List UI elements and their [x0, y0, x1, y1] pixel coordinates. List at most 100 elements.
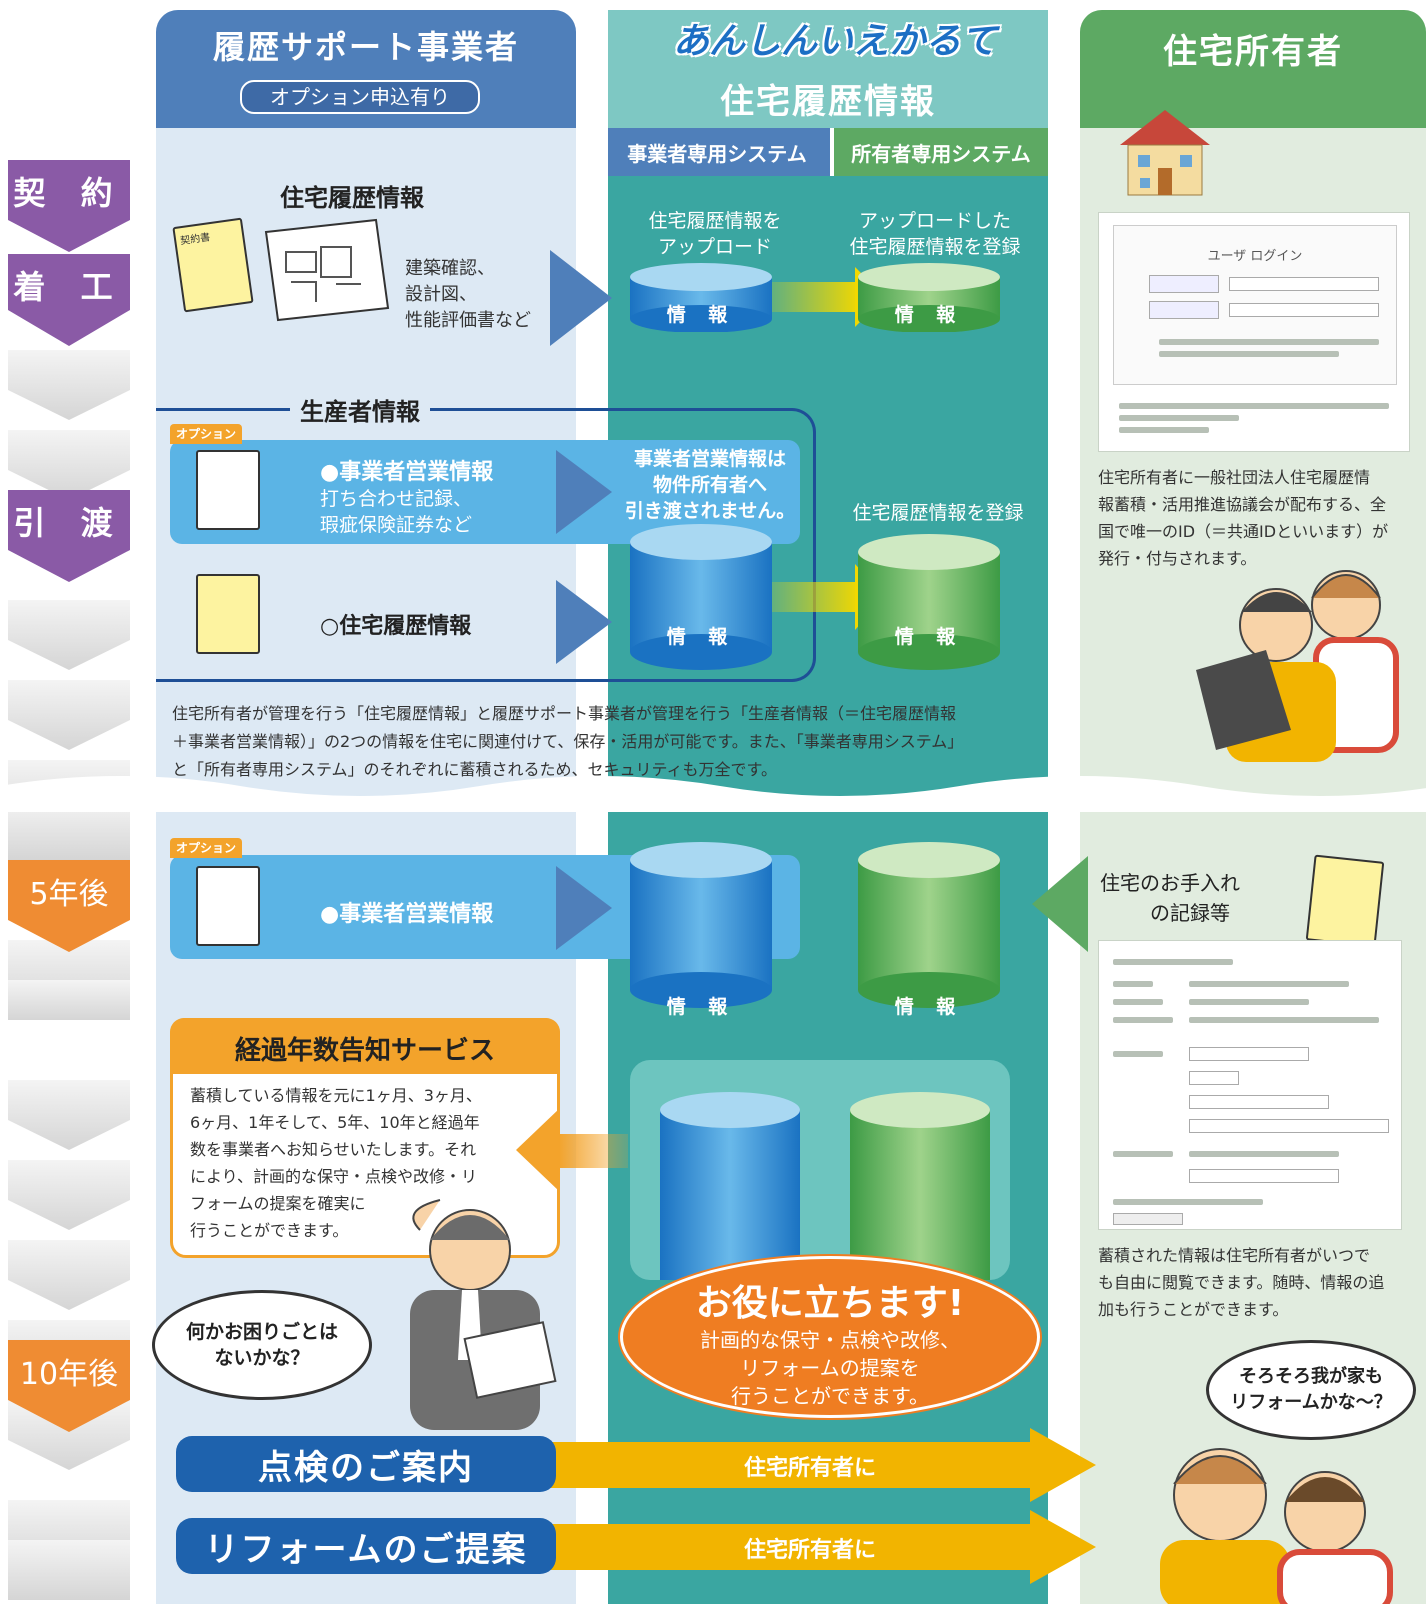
browse-text-line1: 蓄積された情報は住宅所有者がいつで: [1098, 1246, 1371, 1265]
section2-provider-cylinder-label: 情 報: [666, 626, 736, 648]
section1-flow: [630, 263, 1000, 332]
helpful-text: 計画的な保守・点検や改修、 リフォームの提案を 行うことができます。: [620, 1326, 1040, 1410]
cta-arrow-reform: [540, 1510, 1096, 1584]
section1-owner-cylinder-label: 情 報: [894, 304, 964, 326]
wave-separator: [0, 776, 1426, 812]
owner-speech-bubble: そろそろ我が家も リフォームかな〜？: [1206, 1340, 1416, 1440]
reform-proposal-button[interactable]: リフォームのご提案: [176, 1518, 556, 1574]
summary-line3: と「所有者専用システム」のそれぞれに蓄積されるため、セキュリティも万全です。: [172, 760, 777, 779]
not-handed-line2: 物件所有者へ: [652, 474, 767, 496]
owner-header: [1080, 10, 1426, 128]
provider-title: 履歴サポート事業者: [212, 28, 519, 66]
business-document-icon-5y: [196, 866, 260, 946]
upload-label-line1: 住宅履歴情報を: [648, 210, 782, 232]
step-5-years: 5年後: [29, 877, 109, 912]
tab-provider-system: 事業者専用システム: [627, 141, 807, 166]
summary-text: 住宅所有者が管理を行う「住宅履歴情報」と履歴サポート事業者が管理を行う「生産者情…: [172, 700, 1042, 784]
section2-register-label: 住宅履歴情報を登録: [852, 502, 1024, 524]
owners-with-laptop-illustration: [1196, 570, 1399, 762]
tab-owner-system-bg: [830, 128, 1048, 176]
arrow-left-icon: [516, 1108, 628, 1192]
helpful-line3: 行うことができます。: [731, 1384, 929, 1408]
maintenance-line2: の記録等: [1150, 901, 1230, 925]
history-info-title: ○住宅履歴情報: [320, 614, 472, 639]
helpful-line1: 計画的な保守・点検や改修、: [700, 1328, 960, 1352]
arrow-right-icon: [556, 450, 612, 534]
notice-header: [170, 1018, 560, 1074]
records-screenshot: [1098, 940, 1402, 1230]
login-screenshot: ユーザ ログイン: [1098, 212, 1410, 452]
section1-items: 建築確認、 設計図、 性能評価書など: [405, 256, 531, 334]
step-contract: 契 約: [13, 174, 125, 212]
tab-provider-system-bg: [608, 128, 830, 176]
step-construction: 着 工: [13, 268, 125, 306]
section1-title: 住宅履歴情報: [280, 184, 424, 212]
timeline-track: [8, 160, 130, 1600]
register-label-line1: アップロードした: [858, 210, 1011, 232]
maintenance-record-label: 住宅のお手入れ の記録等: [1100, 868, 1240, 928]
item-performance-evaluation: 性能評価書など: [405, 310, 531, 331]
id-text-line2: 報蓄積・活用推進協議会が配布する、全: [1098, 495, 1387, 514]
contract-doc-label: 契約書: [179, 232, 211, 248]
to-owner-label-2: 住宅所有者に: [743, 1538, 876, 1563]
section2-owner-cylinder-label: 情 報: [894, 626, 964, 648]
notice-line5: フォームの提案を確実に: [190, 1194, 366, 1213]
browse-text-line2: も自由に閲覧できます。随時、情報の追: [1098, 1273, 1385, 1292]
notice-title: 経過年数告知サービス: [234, 1036, 495, 1066]
tab-owner-system: 所有者専用システム: [851, 141, 1031, 166]
history-document-icon: [196, 574, 260, 654]
notice-line6: 行うことができます。: [190, 1221, 349, 1240]
section3-provider-cylinder-label: 情 報: [666, 996, 736, 1018]
step-10-years: 10年後: [19, 1357, 119, 1392]
section2-flow: [630, 524, 1000, 670]
browse-text-line3: 加も行うことができます。: [1098, 1300, 1289, 1319]
upload-label: 住宅履歴情報を アップロード: [620, 208, 810, 260]
worker-speech-line2: ないかな？: [214, 1347, 310, 1369]
not-handed-note: 事業者営業情報は 物件所有者へ 引き渡されません。: [620, 446, 800, 524]
helpful-line2: リフォームの提案を: [740, 1356, 920, 1380]
contract-document-icon: 契約書: [172, 217, 254, 313]
business-info-sub: 打ち合わせ記録、 瑕疵保険証券など: [320, 486, 472, 538]
helpful-title: お役に立ちます!: [695, 1283, 965, 1324]
inspection-guide-button[interactable]: 点検のご案内: [176, 1436, 556, 1492]
section2-title: 生産者情報: [290, 392, 430, 427]
notice-line2: 6ヶ月、1年そして、5年、10年と経過年: [190, 1113, 480, 1132]
owner-speech-line2: リフォームかな〜？: [1230, 1392, 1392, 1413]
helpful-badge: [620, 1256, 1040, 1418]
not-handed-line1: 事業者営業情報は: [633, 448, 786, 470]
notice-line1: 蓄積している情報を元に1ヶ月、3ヶ月、: [190, 1086, 482, 1105]
register-label: アップロードした 住宅履歴情報を登録: [835, 208, 1035, 260]
section1-provider-cylinder-label: 情 報: [666, 304, 736, 326]
id-text-line1: 住宅所有者に一般社団法人住宅履歴情: [1098, 468, 1371, 487]
worker-speech-line1: 何かお困りごとは: [185, 1321, 338, 1343]
notice-line4: により、計画的な保守・点検や改修・リ: [190, 1167, 478, 1186]
section3-owner-cylinder-label: 情 報: [894, 996, 964, 1018]
summary-line2: ＋事業者営業情報）」の2つの情報を住宅に関連付けて、保存・活用が可能です。また、…: [172, 732, 964, 751]
business-sub-line1: 打ち合わせ記録、: [320, 488, 473, 510]
notice-line3: 数を事業者へお知らせいたします。それ: [190, 1140, 477, 1159]
house-icon: [1120, 110, 1210, 196]
login-title: ユーザ ログイン: [1207, 249, 1303, 264]
system-title: 住宅履歴情報: [720, 82, 936, 122]
item-building-confirmation: 建築確認、: [405, 258, 495, 279]
business-info-title: ●事業者営業情報: [320, 460, 494, 485]
blueprint-icon: [264, 218, 390, 322]
option-tag: オプション: [170, 424, 242, 444]
cta-arrow-inspection: [540, 1428, 1096, 1502]
id-issuance-text: 住宅所有者に一般社団法人住宅履歴情 報蓄積・活用推進協議会が配布する、全 国で唯…: [1098, 464, 1418, 572]
arrow-right-icon: [556, 580, 612, 664]
arrow-right-icon: [556, 866, 612, 950]
producer-info-frame: [156, 408, 816, 682]
item-design-drawing: 設計図、: [405, 284, 477, 305]
to-owner-label-1: 住宅所有者に: [743, 1456, 876, 1481]
option-tag-5y: オプション: [170, 838, 242, 858]
owner-speech-line1: そろそろ我が家も: [1239, 1366, 1383, 1387]
provider-option-pill: オプション申込有り: [240, 80, 480, 114]
upload-label-line2: アップロード: [657, 236, 772, 258]
browse-text: 蓄積された情報は住宅所有者がいつで も自由に閲覧できます。随時、情報の追 加も行…: [1098, 1242, 1418, 1323]
id-text-line3: 国で唯一のID（＝共通IDといいます）が: [1098, 522, 1389, 541]
brand-logo: あんしんいえかるて: [672, 21, 997, 62]
id-text-line4: 発行・付与されます。: [1098, 549, 1257, 568]
summary-line1: 住宅所有者が管理を行う「住宅履歴情報」と履歴サポート事業者が管理を行う「生産者情…: [172, 704, 957, 723]
notice-text: 蓄積している情報を元に1ヶ月、3ヶ月、 6ヶ月、1年そして、5年、10年と経過年…: [190, 1082, 540, 1244]
